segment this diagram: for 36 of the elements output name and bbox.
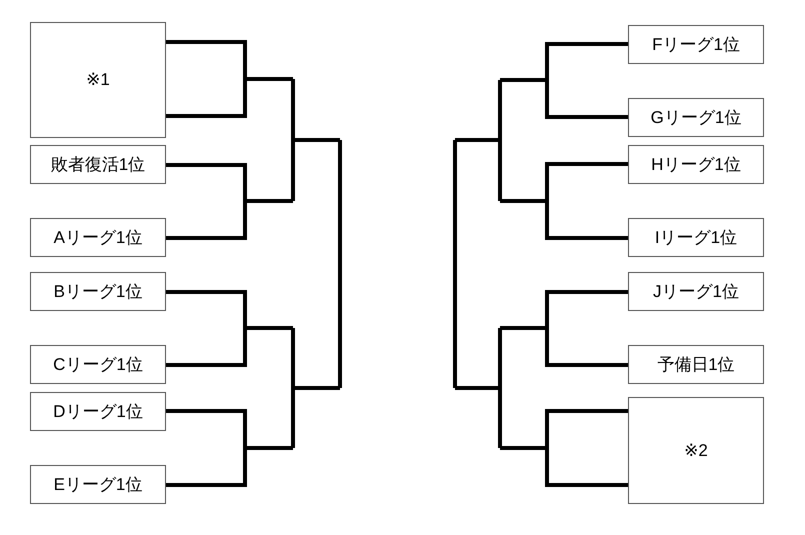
team-label: ※2	[684, 440, 708, 460]
team-label: Cリーグ1位	[53, 354, 143, 376]
team-label: Bリーグ1位	[54, 281, 142, 303]
bracket-line	[545, 290, 628, 367]
entry-box	[628, 25, 764, 64]
team-label: Aリーグ1位	[54, 227, 142, 249]
entry-box	[628, 272, 764, 311]
entry-box	[628, 397, 764, 504]
bracket-line	[545, 162, 628, 240]
bracket-line	[166, 409, 247, 487]
team-label: Gリーグ1位	[650, 107, 742, 129]
entry-box	[30, 345, 166, 384]
entry-box	[30, 218, 166, 257]
team-label: Iリーグ1位	[654, 227, 738, 249]
team-label: 予備日1位	[657, 354, 735, 376]
team-label: Fリーグ1位	[652, 34, 740, 56]
bracket-line	[545, 42, 628, 119]
entry-box	[628, 98, 764, 137]
bracket-line	[166, 163, 247, 240]
bracket-line	[545, 409, 628, 487]
entry-box	[30, 145, 166, 184]
team-label: ※1	[86, 70, 110, 90]
entry-box	[628, 145, 764, 184]
entry-box	[628, 345, 764, 384]
entry-box	[30, 392, 166, 431]
bracket-line	[166, 290, 247, 367]
entry-box	[30, 22, 166, 138]
entry-box	[30, 272, 166, 311]
entry-box	[30, 465, 166, 504]
bracket-line	[166, 40, 247, 118]
team-label: Dリーグ1位	[53, 401, 143, 423]
entry-box	[628, 218, 764, 257]
team-label: Jリーグ1位	[653, 281, 739, 303]
team-label: Eリーグ1位	[54, 474, 142, 496]
team-label: Hリーグ1位	[651, 154, 741, 176]
team-label: 敗者復活1位	[50, 154, 146, 176]
